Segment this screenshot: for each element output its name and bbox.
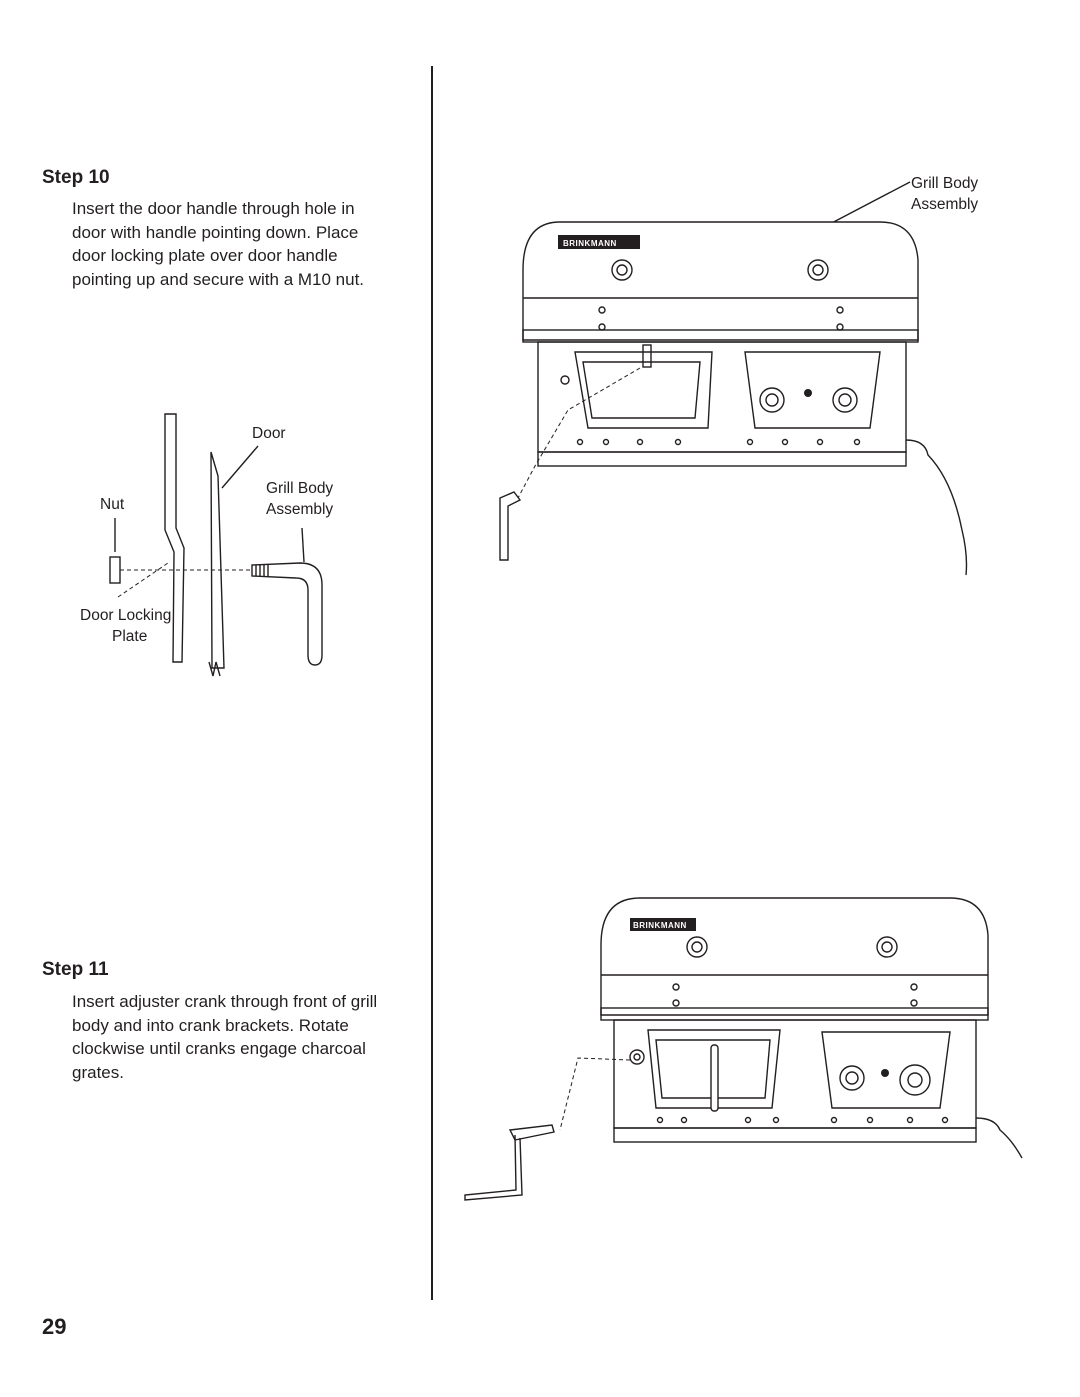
svg-text:BRINKMANN: BRINKMANN bbox=[563, 239, 617, 248]
label-nut: Nut bbox=[100, 496, 125, 513]
step-11-text: Insert adjuster crank through front of g… bbox=[72, 992, 378, 1082]
column-divider bbox=[431, 66, 433, 1300]
step-10-title: Step 10 bbox=[42, 167, 110, 188]
door-panel bbox=[210, 451, 225, 669]
grill-top-illustration: BRINKMANN bbox=[499, 181, 968, 576]
door-handle bbox=[251, 562, 323, 666]
label-door-locking-1: Door Locking bbox=[80, 607, 172, 624]
label-door: Door bbox=[252, 425, 286, 442]
page-number: 29 bbox=[42, 1314, 67, 1339]
door-locking-plate bbox=[164, 413, 185, 663]
label-grill-body-detail-2: Assembly bbox=[266, 501, 334, 518]
label-grill-body-top-1: Grill Body bbox=[911, 175, 979, 192]
grill-bottom-illustration: BRINKMANN bbox=[464, 897, 1023, 1201]
step-11-title: Step 11 bbox=[42, 959, 109, 980]
svg-text:BRINKMANN: BRINKMANN bbox=[633, 921, 687, 930]
step-10-text: Insert the door handle through hole in d… bbox=[72, 199, 365, 289]
nut-shape bbox=[109, 556, 121, 584]
label-grill-body-top-2: Assembly bbox=[911, 196, 979, 213]
label-door-locking-2: Plate bbox=[112, 628, 148, 645]
label-grill-body-detail-1: Grill Body bbox=[266, 480, 334, 497]
